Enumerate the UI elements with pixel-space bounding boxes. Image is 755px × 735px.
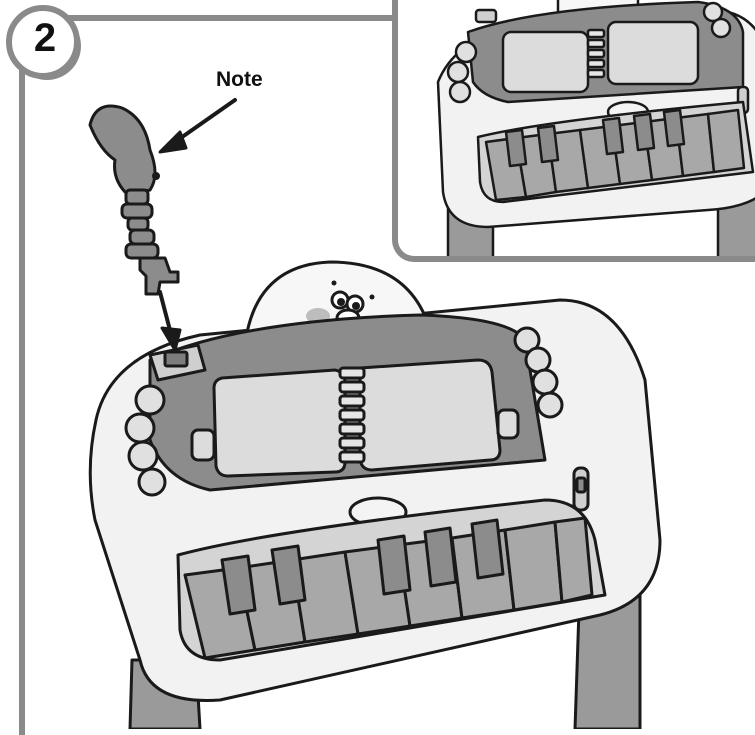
step-badge: 2: [4, 4, 84, 82]
callout-arrow: [175, 100, 235, 142]
inset-panel: [392, 0, 755, 262]
note-toy: [90, 106, 178, 294]
center-bars: [340, 368, 364, 462]
note-callout-label: Note: [216, 68, 263, 92]
step-number: 2: [8, 16, 82, 61]
screen-right: [360, 360, 500, 470]
inset-illustration: [398, 0, 755, 262]
screen-left: [214, 370, 345, 476]
